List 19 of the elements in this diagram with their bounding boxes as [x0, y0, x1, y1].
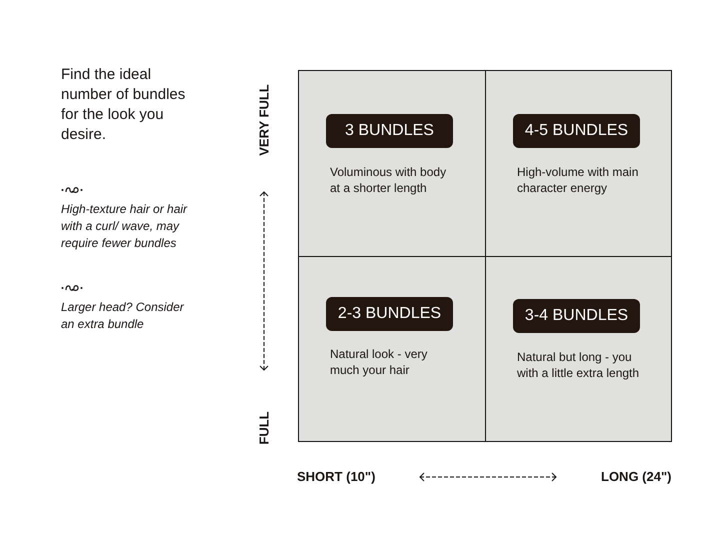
axis-label: VERY FULL [256, 84, 272, 156]
heading-text: Find the ideal number of bundles for the look you desire. [61, 65, 186, 145]
bundle-count-badge: 3 BUNDLES [326, 114, 453, 148]
note-text: High-texture hair or hair with a curl/ wave, may require fewer bundles [61, 201, 188, 252]
quadrant-panel [485, 70, 672, 257]
axis-label: LONG (24") [601, 469, 672, 484]
bundle-count-badge: 4-5 BUNDLES [513, 114, 640, 148]
note-text: Larger head? Consider an extra bundle [61, 299, 186, 333]
description-text: High-volume with main character energy [517, 164, 640, 196]
bundle-count-badge: 3-4 BUNDLES [513, 299, 640, 333]
description-text: Natural look - very much your hair [330, 346, 428, 378]
axis-label: FULL [256, 411, 272, 445]
axis-label: SHORT (10") [297, 469, 376, 484]
quadrant-panel [485, 256, 672, 442]
bundle-count-badge: 2-3 BUNDLES [326, 297, 453, 331]
description-text: Natural but long - you with a little extra length [517, 349, 640, 381]
description-text: Voluminous with body at a shorter length [330, 164, 448, 196]
quadrant-panel [298, 256, 486, 442]
quadrant-panel [298, 70, 486, 257]
